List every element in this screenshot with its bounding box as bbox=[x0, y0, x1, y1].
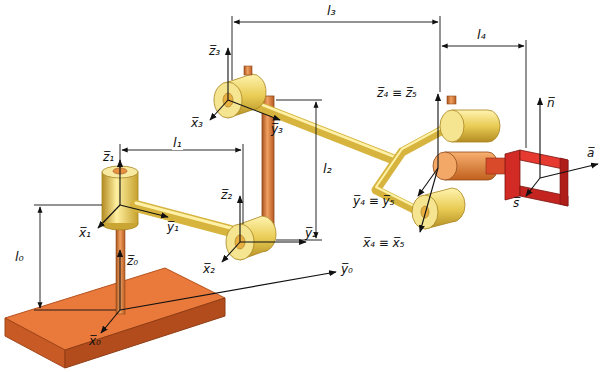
axis-label: z̅₁ bbox=[102, 150, 115, 164]
axis-label: x̅₄ ≡ x̅₅ bbox=[362, 236, 406, 250]
axis-label: y̅₀ bbox=[340, 262, 354, 276]
axis-label: x̅₀ bbox=[88, 334, 102, 348]
axis-label: y̅₁ bbox=[166, 220, 180, 234]
axis-label: s̅ bbox=[512, 196, 520, 210]
axis-label: x̅₃ bbox=[190, 116, 204, 130]
axis-label: y̅₄ ≡ y̅₅ bbox=[352, 194, 396, 208]
dimension-label: l₁ bbox=[172, 136, 183, 150]
dimension-label: l₄ bbox=[476, 28, 487, 42]
axis-label: x̅₂ bbox=[202, 262, 216, 276]
axis-label: x̅₁ bbox=[78, 226, 92, 240]
axis-label: z̅₂ bbox=[220, 188, 233, 202]
axis-label: z̅₃ bbox=[208, 44, 221, 58]
axis-label: a̅ bbox=[586, 146, 595, 160]
axis-label: y̅₃ bbox=[270, 122, 284, 136]
dimension-label: l₀ bbox=[14, 250, 25, 264]
axis-label: y̅₂ bbox=[304, 226, 318, 240]
axis-label: z̅₀ bbox=[126, 254, 139, 268]
dimension-label: l₂ bbox=[322, 162, 333, 176]
axis-label: n̅ bbox=[546, 96, 556, 110]
axis-label: z̅₄ ≡ z̅₅ bbox=[376, 86, 418, 100]
dimension-label: l₃ bbox=[326, 4, 337, 18]
